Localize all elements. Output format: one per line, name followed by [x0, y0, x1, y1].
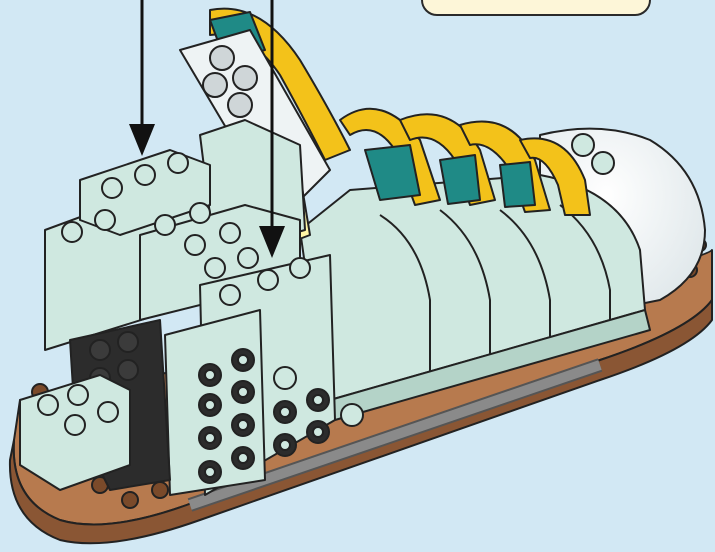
arrow-left: [129, 0, 155, 156]
front-blocks: [20, 320, 170, 490]
